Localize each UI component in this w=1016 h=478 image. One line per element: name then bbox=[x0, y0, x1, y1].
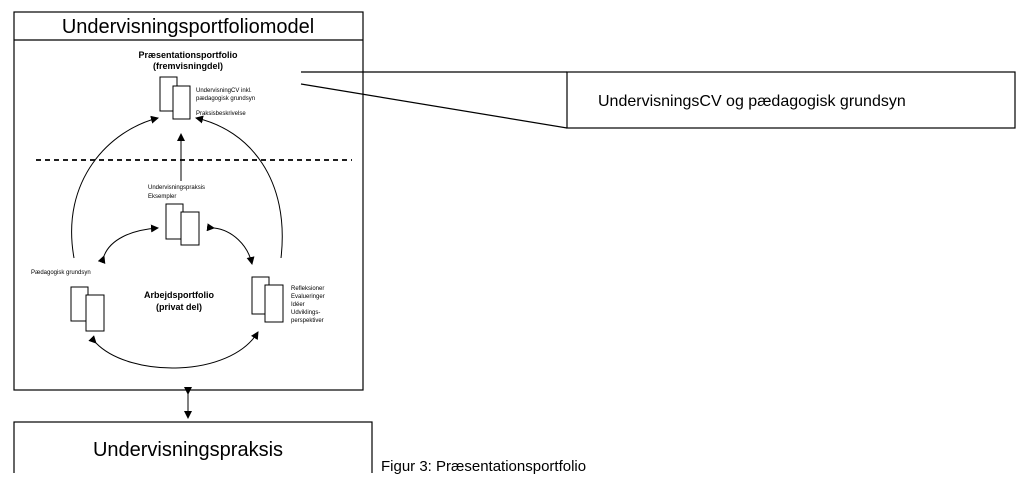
right-up-arc bbox=[195, 115, 283, 259]
presentation-portfolio-subtitle: (fremvisningdel) bbox=[153, 61, 223, 71]
presentation-doc-label-3: Praksisbeskrivelse bbox=[196, 111, 246, 117]
presentation-doc-label-1: UndervisningCV inkl. bbox=[196, 88, 252, 94]
presentation-portfolio-title: Præsentationsportfolio bbox=[138, 50, 238, 60]
presentation-doc-label-2: pædagogisk grundsyn bbox=[196, 96, 255, 102]
bottom-cycle-arc bbox=[88, 331, 259, 369]
callout-label: UndervisningsCV og pædagogisk grundsyn bbox=[598, 93, 906, 110]
callout-line-bottom bbox=[300, 83, 568, 129]
right-doc-label-3: Idéer bbox=[291, 302, 305, 308]
figure-caption: Figur 3: Præsentationsportfolio bbox=[381, 458, 587, 475]
presentation-document-icon bbox=[159, 76, 191, 120]
left-double-arrow bbox=[97, 224, 159, 264]
left-up-arc bbox=[71, 115, 159, 259]
working-portfolio-subtitle: (privat del) bbox=[156, 302, 202, 312]
working-portfolio-title: Arbejdsportfolio bbox=[144, 290, 214, 300]
callout-box bbox=[566, 71, 1016, 129]
model-title: Undervisningsportfoliomodel bbox=[62, 16, 314, 38]
right-doc-label-2: Evalueringer bbox=[291, 294, 325, 300]
right-doc-label-1: Refleksioner bbox=[291, 286, 324, 292]
left-document-icon bbox=[70, 286, 105, 332]
center-doc-label-2: Eksempler bbox=[148, 194, 176, 200]
model-frame bbox=[13, 11, 364, 391]
left-doc-label: Pædagogisk grundsyn bbox=[31, 270, 91, 276]
examples-document-icon bbox=[165, 203, 200, 246]
center-doc-label-1: Undervisningspraksis bbox=[148, 185, 205, 191]
right-doc-label-5: perspektiver bbox=[291, 318, 324, 324]
practice-label: Undervisningspraksis bbox=[93, 439, 283, 461]
right-doc-label-4: Udviklings- bbox=[291, 310, 320, 316]
right-double-arrow bbox=[206, 223, 255, 265]
right-document-icon bbox=[251, 276, 284, 323]
practice-box bbox=[13, 421, 373, 478]
